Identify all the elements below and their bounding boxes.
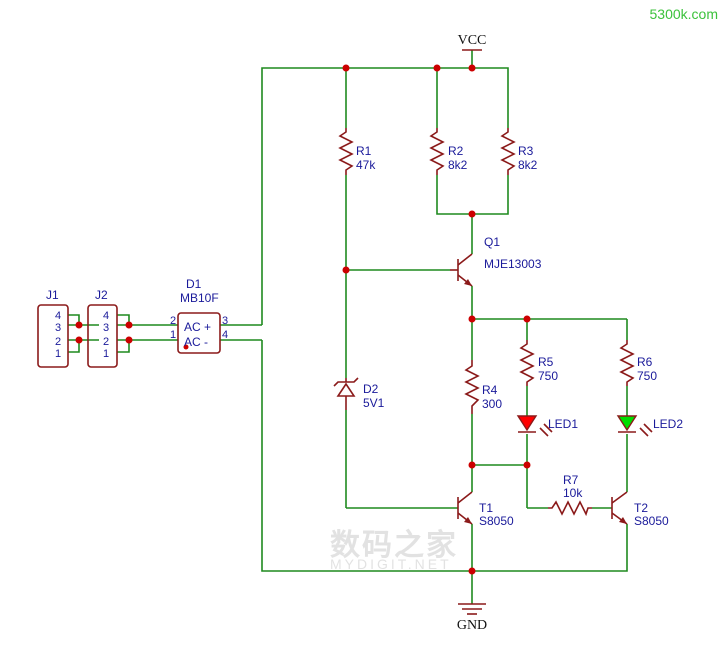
- t2-value: S8050: [634, 514, 669, 528]
- r1-value: 47k: [356, 158, 376, 172]
- j1-pin-3: 3: [55, 322, 61, 334]
- j1-pin-2: 2: [55, 336, 61, 348]
- mydigit-watermark-en: MYDIGIT.NET: [330, 556, 452, 572]
- j1-pin-1: 1: [55, 348, 61, 360]
- t1-value: S8050: [479, 514, 514, 528]
- r3-ref: R3: [518, 144, 534, 158]
- d1-ac-plus: AC +: [184, 320, 211, 334]
- r7-value: 10k: [563, 486, 583, 500]
- r1-ref: R1: [356, 144, 372, 158]
- junction-dot: [342, 64, 350, 72]
- resistor-r3: R3 8k2: [500, 128, 538, 175]
- led2: LED2: [616, 415, 683, 437]
- junction-dot: [342, 266, 350, 274]
- bridge-rectifier-d1: D1 MB10F AC + AC - 2 1 3 4: [170, 277, 228, 354]
- transistor-q1: Q1 MJE13003: [450, 235, 542, 287]
- r2-ref: R2: [448, 144, 464, 158]
- junction-dot: [75, 336, 83, 344]
- transistor-t1: T1 S8050: [457, 491, 514, 528]
- gnd-label: GND: [457, 618, 487, 633]
- resistor-r1: R1 47k: [338, 128, 376, 175]
- t2-ref: T2: [634, 501, 648, 515]
- d2-ref: D2: [363, 382, 379, 396]
- r4-ref: R4: [482, 383, 498, 397]
- r5-value: 750: [538, 369, 558, 383]
- resistor-r4: R4 300: [464, 360, 502, 414]
- j2-pin-3: 3: [103, 322, 109, 334]
- d1-pin-4: 4: [222, 329, 228, 341]
- led1: LED1: [516, 415, 578, 437]
- r4-value: 300: [482, 397, 502, 411]
- junction-dot: [468, 64, 476, 72]
- r6-value: 750: [637, 369, 657, 383]
- connector-j2: J2 4 3 2 1: [87, 288, 118, 368]
- t1-ref: T1: [479, 501, 493, 515]
- connector-j1: J1 4 3 2 1: [37, 288, 69, 368]
- junction-dot: [433, 64, 441, 72]
- wires: [68, 50, 628, 604]
- j1-ref: J1: [46, 288, 59, 302]
- r7-ref: R7: [563, 473, 579, 487]
- zener-diode-d2: D2 5V1: [333, 377, 385, 410]
- vcc-symbol: VCC: [458, 33, 487, 51]
- resistor-r5: R5 750: [519, 340, 558, 386]
- junction-dot: [468, 315, 476, 323]
- junction-dot: [468, 210, 476, 218]
- j2-ref: J2: [95, 288, 108, 302]
- resistor-r2: R2 8k2: [429, 128, 468, 175]
- gnd-symbol: GND: [457, 603, 487, 633]
- junction-dot: [75, 321, 83, 329]
- led2-ref: LED2: [653, 417, 683, 431]
- junction-dot: [125, 336, 133, 344]
- mydigit-watermark-cn: 数码之家: [330, 529, 458, 562]
- junction-dot: [523, 461, 531, 469]
- d1-value: MB10F: [180, 291, 219, 305]
- led1-ref: LED1: [548, 417, 578, 431]
- d1-ref: D1: [186, 277, 202, 291]
- resistor-r6: R6 750: [619, 340, 657, 386]
- junction-dots: [75, 64, 531, 575]
- j2-pin-1: 1: [103, 348, 109, 360]
- junction-dot: [468, 461, 476, 469]
- d1-pin-1: 1: [170, 329, 176, 341]
- junction-dot: [523, 315, 531, 323]
- j2-pin-2: 2: [103, 336, 109, 348]
- r2-value: 8k2: [448, 158, 468, 172]
- junction-dot: [468, 567, 476, 575]
- resistor-r7: R7 10k: [548, 473, 592, 517]
- site-watermark: 5300k.com: [643, 4, 724, 24]
- q1-ref: Q1: [484, 235, 500, 249]
- d1-pin-3: 3: [222, 315, 228, 327]
- r3-value: 8k2: [518, 158, 538, 172]
- j1-pin-4: 4: [55, 310, 61, 322]
- junction-dot: [125, 321, 133, 329]
- d1-pin-2: 2: [170, 315, 176, 327]
- j2-pin-4: 4: [103, 310, 109, 322]
- vcc-label: VCC: [458, 33, 487, 48]
- d1-ac-minus: AC -: [184, 335, 208, 349]
- q1-value: MJE13003: [484, 257, 542, 271]
- transistor-t2: T2 S8050: [611, 491, 669, 528]
- r6-ref: R6: [637, 355, 653, 369]
- d2-value: 5V1: [363, 396, 385, 410]
- r5-ref: R5: [538, 355, 554, 369]
